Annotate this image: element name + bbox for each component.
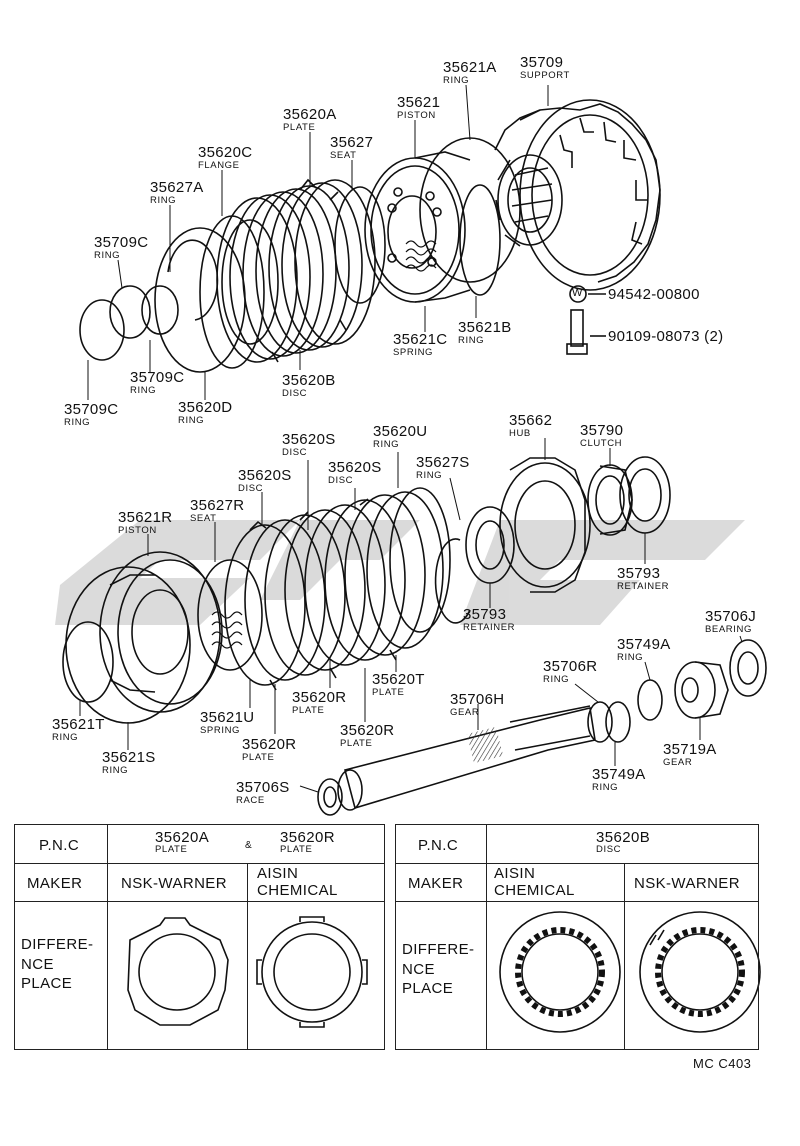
amp-symbol: & bbox=[245, 840, 253, 851]
thrust-bearing bbox=[729, 639, 767, 697]
washer-icon bbox=[569, 285, 587, 303]
input-shaft bbox=[337, 705, 596, 811]
seal-rings-upper bbox=[79, 285, 179, 361]
shaft-ring-a bbox=[637, 679, 663, 721]
piston-inner-ring bbox=[459, 184, 501, 296]
shaft-ring-b bbox=[605, 701, 631, 743]
aisin-disc-illustration bbox=[499, 911, 621, 1033]
piston-upper bbox=[364, 151, 471, 303]
clutch-pack-lower bbox=[224, 491, 444, 691]
sun-gear bbox=[674, 661, 729, 719]
maker-nsk-warner-right: NSK-WARNER bbox=[634, 875, 740, 892]
maker-nsk-warner: NSK-WARNER bbox=[121, 875, 227, 892]
one-way-clutch bbox=[587, 464, 633, 536]
nsk-plate-illustration bbox=[127, 917, 229, 1026]
snap-ring-s bbox=[434, 538, 471, 624]
piston-lower bbox=[99, 551, 223, 713]
maker-header: MAKER bbox=[27, 875, 83, 892]
return-springs-lower bbox=[211, 611, 243, 649]
snap-ring-small bbox=[167, 239, 219, 321]
washer-symbol: W bbox=[572, 287, 583, 299]
seat-upper bbox=[334, 186, 386, 304]
bolt-icon bbox=[566, 309, 606, 355]
figure-code: MC C403 bbox=[693, 1056, 752, 1071]
snap-ring-lower bbox=[389, 487, 451, 633]
race bbox=[317, 778, 343, 816]
return-springs-upper bbox=[405, 240, 437, 272]
flange-upper bbox=[199, 215, 265, 369]
clutch-pack-upper bbox=[216, 178, 376, 363]
seat-lower bbox=[197, 559, 263, 671]
piston-lower-inner-ring bbox=[62, 621, 114, 703]
snap-ring-large bbox=[154, 227, 246, 373]
pnc-header: P.N.C bbox=[39, 837, 80, 854]
nsk-disc-illustration bbox=[639, 911, 761, 1033]
maker-header-right: MAKER bbox=[408, 875, 464, 892]
aisin-plate-illustration bbox=[256, 916, 368, 1028]
label-90109: 90109-08073 (2) bbox=[608, 328, 724, 345]
pnc-header-right: P.N.C bbox=[418, 837, 459, 854]
label-94542: 94542-00800 bbox=[608, 286, 700, 303]
leader-lines bbox=[79, 84, 743, 793]
shaft-ring-r bbox=[587, 701, 613, 743]
hub bbox=[499, 457, 591, 593]
